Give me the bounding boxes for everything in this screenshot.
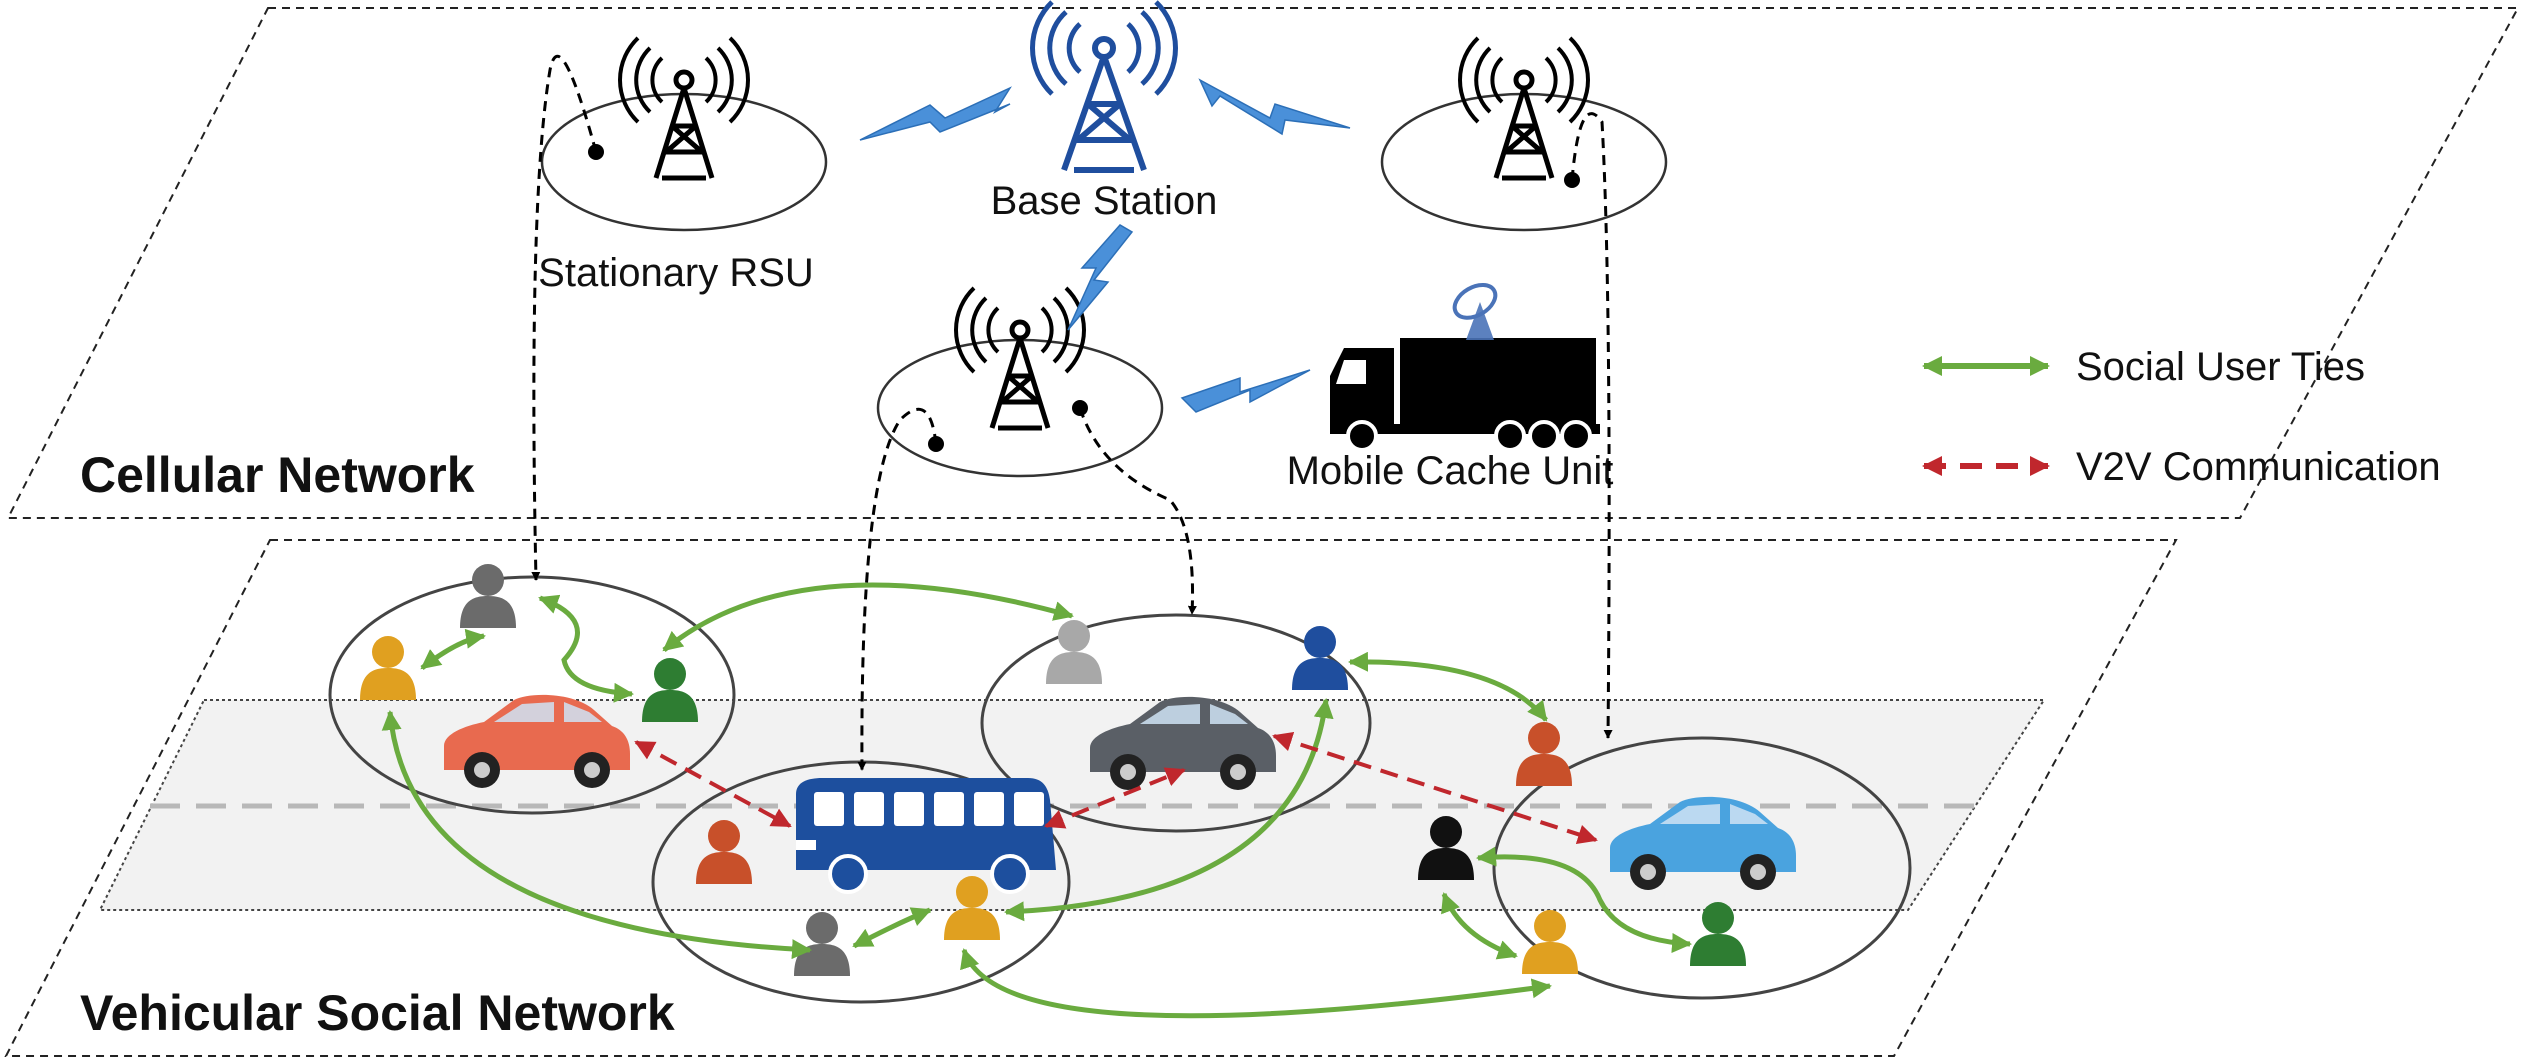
wireless-link-icon <box>1198 78 1351 136</box>
cache-point <box>1564 172 1580 188</box>
mobile-cache-unit-label: Mobile Cache Unit <box>1287 449 1614 493</box>
cache-delivery-link <box>1078 407 1197 615</box>
cache-delivery-link <box>1570 112 1613 739</box>
vehicular-network-title: Vehicular Social Network <box>80 985 675 1041</box>
v2v-link <box>634 740 792 828</box>
wireless-link-icon <box>859 86 1012 141</box>
truck-icon <box>1330 282 1600 452</box>
legend-v2v-label: V2V Communication <box>2076 445 2441 489</box>
v2v-link <box>1272 732 1598 844</box>
social-tie-link <box>852 907 932 949</box>
stationary-rsu-label: Stationary RSU <box>538 251 814 295</box>
v2v-link <box>1044 767 1186 829</box>
cache-point <box>588 144 604 160</box>
social-tie-link <box>1441 892 1518 960</box>
legend-social-ties-label: Social User Ties <box>2076 345 2365 389</box>
cell-tower-icon <box>1030 0 1178 173</box>
social-tie-link <box>1476 846 1692 953</box>
cellular-network-plane <box>6 7 2520 519</box>
cache-delivery-link <box>531 54 598 581</box>
cellular-network-title: Cellular Network <box>80 447 475 503</box>
cache-delivery-link <box>857 407 938 771</box>
cache-point <box>1072 400 1088 416</box>
social-tie-link <box>538 594 634 703</box>
base-station-label: Base Station <box>991 179 1218 223</box>
social-tie-link <box>1348 651 1548 722</box>
social-tie-link <box>662 582 1074 652</box>
wireless-link-icon <box>1067 224 1134 331</box>
social-tie-link <box>960 948 1552 1019</box>
cache-point <box>928 436 944 452</box>
wireless-link-icon <box>1180 369 1311 413</box>
social-tie-link <box>381 710 812 960</box>
social-tie-link <box>420 628 486 670</box>
